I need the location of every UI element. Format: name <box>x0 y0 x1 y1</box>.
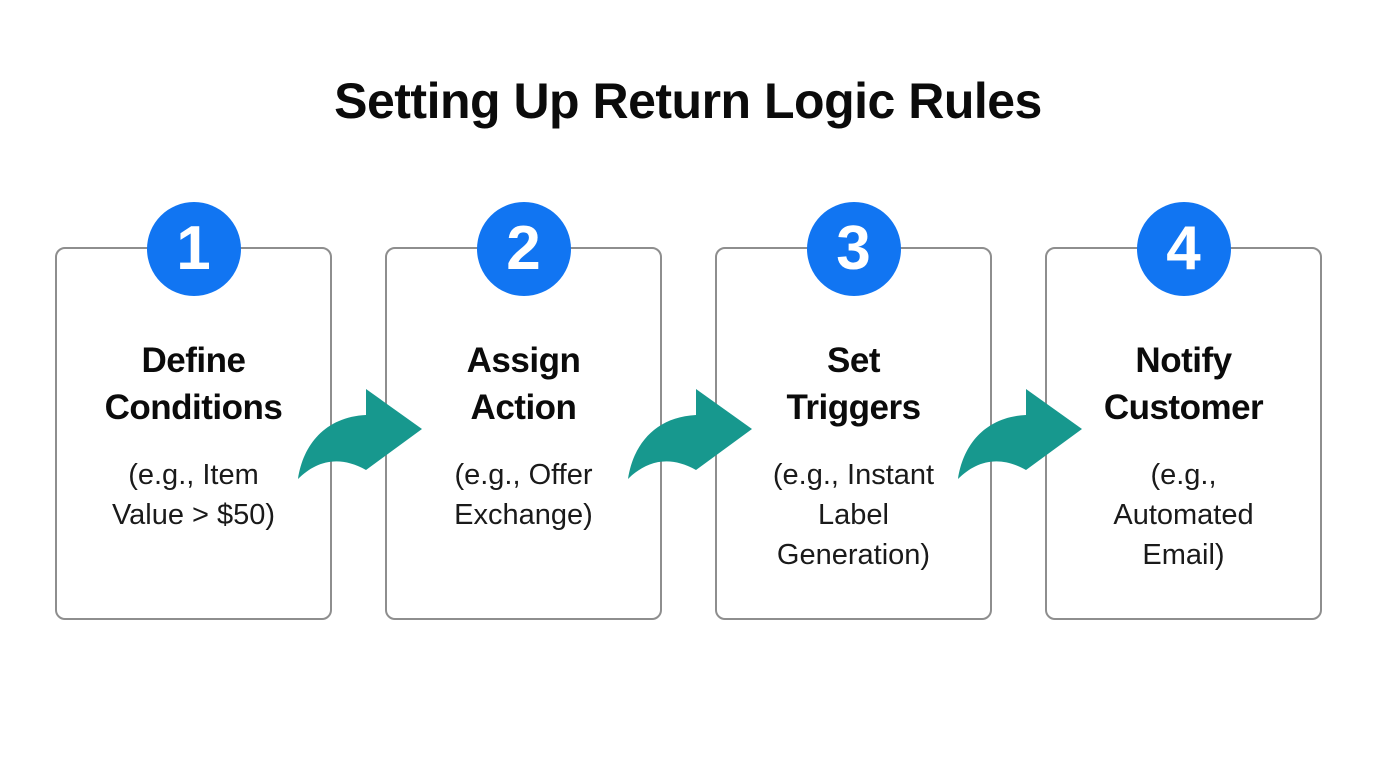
step-card-assign-action: 2 Assign Action (e.g., Offer Exchange) <box>385 202 662 620</box>
step-heading: Set Triggers <box>786 341 921 427</box>
step-card-notify-customer: 4 Notify Customer (e.g., Automated Email… <box>1045 202 1322 620</box>
curved-right-arrow-icon <box>298 389 422 479</box>
step-example-text: (e.g., Automated Email) <box>1113 459 1254 571</box>
step-number-badge: 1 <box>146 202 241 296</box>
step-example-text: (e.g., Item Value > $50) <box>111 459 276 531</box>
step-heading: Define Conditions <box>104 341 283 427</box>
steps-flow: 1 Define Conditions (e.g., Item Value > … <box>55 202 1322 620</box>
curved-right-arrow-icon <box>628 389 752 479</box>
step-card-set-triggers: 3 Set Triggers (e.g., Instant Label Gene… <box>715 202 992 620</box>
step-number-badge: 2 <box>476 202 571 296</box>
step-heading: Assign Action <box>466 341 581 427</box>
step-heading: Notify Customer <box>1103 341 1264 427</box>
step-card-define-conditions: 1 Define Conditions (e.g., Item Value > … <box>55 202 332 620</box>
step-number-badge: 3 <box>806 202 901 296</box>
step-example-text: (e.g., Instant Label Generation) <box>772 459 935 571</box>
curved-right-arrow-icon <box>958 389 1082 479</box>
step-number-badge: 4 <box>1136 202 1231 296</box>
page-title: Setting Up Return Logic Rules <box>334 73 1042 129</box>
step-example-text: (e.g., Offer Exchange) <box>454 459 593 531</box>
